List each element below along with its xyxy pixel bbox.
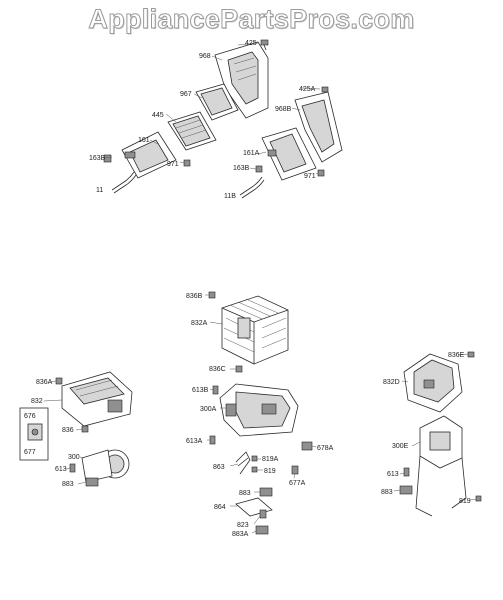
part-445-filter: [167, 111, 217, 151]
part-425A-screw: [321, 86, 329, 93]
callout-676: 676: [24, 413, 36, 420]
callout-300: 300: [68, 454, 80, 461]
callout-425A: 425A: [299, 86, 316, 93]
part-832A-guard: [221, 295, 289, 365]
callout-819-right: 819: [459, 498, 471, 505]
part-819-right: [475, 495, 482, 502]
part-883A: [255, 525, 269, 535]
part-613-right: [403, 467, 410, 477]
part-300A-muffler: [219, 383, 299, 437]
part-836-screw: [81, 425, 89, 433]
callout-883A: 883A: [232, 531, 249, 538]
part-883-right: [399, 485, 413, 495]
callout-836A: 836A: [36, 379, 53, 386]
callout-971-right: 971: [304, 173, 316, 180]
callout-971-left: 971: [167, 161, 179, 168]
part-823: [259, 509, 267, 519]
callout-425: 425: [245, 40, 257, 47]
part-836E-screw: [467, 351, 475, 358]
callout-836E: 836E: [448, 352, 465, 359]
part-678A: [301, 441, 313, 451]
part-613-left: [69, 463, 76, 473]
part-677A: [291, 465, 299, 475]
callout-677: 677: [24, 449, 36, 456]
callout-832A: 832A: [191, 320, 208, 327]
callout-836: 836: [62, 427, 74, 434]
part-163B-left: [103, 154, 112, 163]
callout-883-center: 883: [239, 490, 251, 497]
part-883-left: [85, 477, 99, 487]
part-864-deflector: [235, 497, 273, 517]
callout-832: 832: [31, 398, 43, 405]
part-613B-bolt: [212, 385, 219, 395]
part-613A-bolt: [209, 435, 216, 445]
callout-11B: 11B: [224, 193, 236, 200]
callout-11: 11: [96, 187, 103, 194]
callout-967: 967: [180, 91, 192, 98]
part-11B-hose: [239, 176, 263, 196]
callout-836C: 836C: [209, 366, 226, 373]
callout-836B: 836B: [186, 293, 203, 300]
part-819A: [251, 455, 258, 462]
part-863-bracket: [235, 451, 251, 475]
callout-613B: 613B: [192, 387, 209, 394]
callout-613A: 613A: [186, 438, 203, 445]
part-300E-bracket: [415, 415, 467, 517]
callout-819A: 819A: [262, 456, 279, 463]
callout-161A: 161A: [243, 150, 260, 157]
part-967-filter: [195, 83, 239, 121]
callout-445: 445: [152, 112, 164, 119]
callout-300E: 300E: [392, 443, 409, 450]
callout-163B-right: 163B: [233, 165, 250, 172]
part-971-left: [183, 159, 191, 167]
part-11-hose: [111, 171, 135, 191]
part-300-muffler: [81, 449, 130, 483]
watermark: AppliancePartsPros.com: [88, 4, 415, 35]
part-676-677-kit: [19, 407, 49, 461]
callout-864: 864: [214, 504, 226, 511]
part-968B-cover: [294, 91, 343, 163]
part-883-center: [259, 487, 273, 497]
part-base-left: [121, 131, 177, 179]
callout-163B-left: 163B: [89, 155, 106, 162]
part-836C-screw: [235, 365, 243, 373]
callout-883-left: 883: [62, 481, 74, 488]
callout-161: 161: [138, 137, 150, 144]
callout-883-right: 883: [381, 489, 393, 496]
part-971-right: [317, 169, 325, 177]
part-163B-right: [255, 165, 263, 173]
callout-613-right: 613: [387, 471, 399, 478]
callout-968: 968: [199, 53, 211, 60]
part-base-right: [261, 127, 317, 181]
part-836B-screw: [208, 291, 216, 299]
callout-613-left: 613: [55, 466, 67, 473]
part-425-screw: [260, 39, 269, 51]
part-832-housing: [61, 371, 133, 427]
callout-678A: 678A: [317, 445, 334, 452]
callout-968B: 968B: [275, 106, 292, 113]
callout-300A: 300A: [200, 406, 217, 413]
part-836A-screw: [55, 377, 63, 385]
callout-823: 823: [237, 522, 249, 529]
callout-677A: 677A: [289, 480, 306, 487]
callout-832D: 832D: [383, 379, 400, 386]
part-832D-cover: [403, 353, 463, 413]
callout-863: 863: [213, 464, 225, 471]
part-819-center: [251, 466, 258, 473]
callout-819-center: 819: [264, 468, 276, 475]
